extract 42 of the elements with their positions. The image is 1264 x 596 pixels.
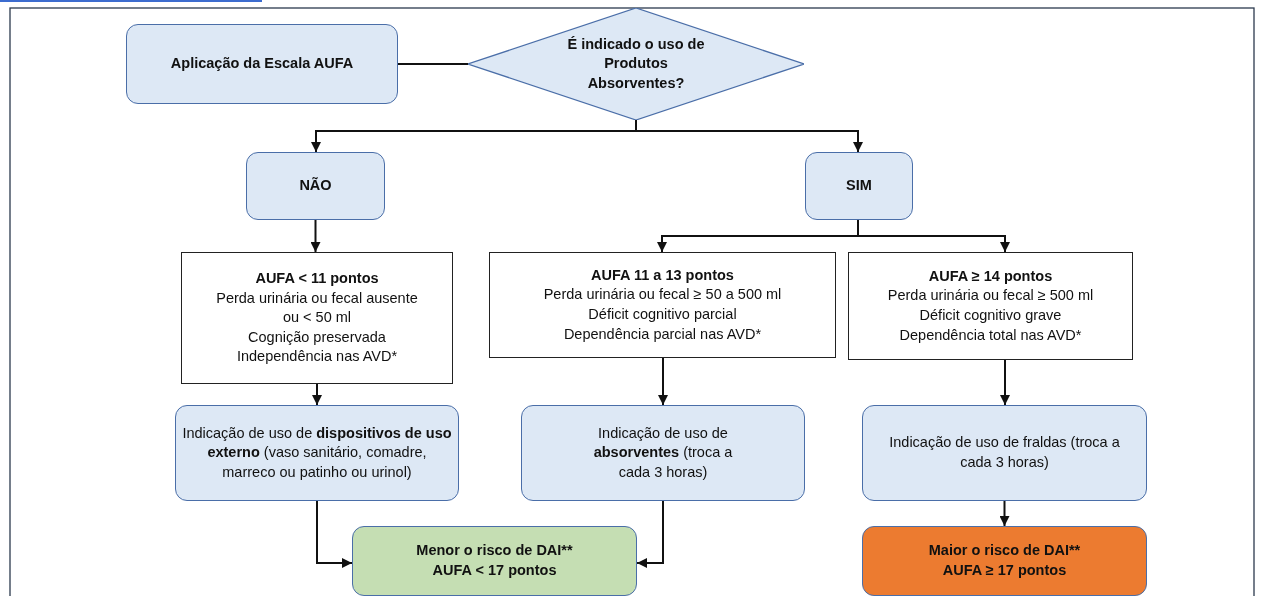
box-heading: AUFA ≥ 14 pontos xyxy=(928,266,1053,286)
box-text: Perda urinária ou fecal ausente ou < 50 ml xyxy=(215,288,419,328)
box-text: AUFA ≥ 17 pontos xyxy=(942,561,1067,580)
arrow xyxy=(658,357,668,406)
box-heading: AUFA 11 a 13 pontos xyxy=(591,265,734,285)
box-heading: AUFA < 11 pontos xyxy=(255,269,379,289)
process-box xyxy=(246,152,385,220)
process-box xyxy=(126,24,398,104)
box-text: Cognição preservada xyxy=(248,327,386,347)
arrow xyxy=(316,500,353,568)
box-text: Déficit cognitivo parcial xyxy=(588,305,737,324)
outcome-box xyxy=(352,526,637,596)
box-text: Menor o risco de DAI** xyxy=(416,541,573,561)
arrow xyxy=(310,219,321,253)
arrow xyxy=(312,383,322,406)
box-text: Aplicação da Escala AUFA xyxy=(170,54,354,74)
outcome-box xyxy=(862,526,1147,596)
box-text: Indicação de uso de dispositivos de uso externo (vaso sanitário, comadre, marreco ou patinho ou urinol) xyxy=(182,423,452,482)
box-text: SIM xyxy=(846,176,872,196)
criteria-box xyxy=(181,252,453,384)
box-text: Perda urinária ou fecal ≥ 50 a 500 ml xyxy=(543,285,782,305)
process-box xyxy=(521,405,805,501)
box-text: Dependência parcial nas AVD* xyxy=(563,324,762,344)
box-text: AUFA < 17 pontos xyxy=(432,561,557,580)
arrow xyxy=(857,219,1010,253)
arrow xyxy=(636,500,664,568)
box-text: Dependência total nas AVD* xyxy=(899,325,1082,345)
box-text: Indicação de uso de fraldas (troca a cada 3 horas) xyxy=(888,433,1121,472)
box-text: É indicado o uso de Produtos Absorventes? xyxy=(566,34,706,93)
box-text: Déficit cognitivo grave xyxy=(919,306,1062,325)
arrow xyxy=(999,500,1010,527)
box-text: NÃO xyxy=(299,176,332,196)
box-text: Maior o risco de DAI** xyxy=(928,541,1081,561)
box-text: Independência nas AVD* xyxy=(236,347,398,367)
arrow xyxy=(1000,359,1010,406)
process-box xyxy=(175,405,459,501)
process-box xyxy=(862,405,1147,501)
process-box xyxy=(805,152,913,220)
criteria-box xyxy=(848,252,1133,360)
box-text: Perda urinária ou fecal ≥ 500 ml xyxy=(887,286,1094,306)
criteria-box xyxy=(489,252,836,358)
box-text: Indicação de uso de absorventes (troca a cada 3 horas) xyxy=(592,423,734,482)
